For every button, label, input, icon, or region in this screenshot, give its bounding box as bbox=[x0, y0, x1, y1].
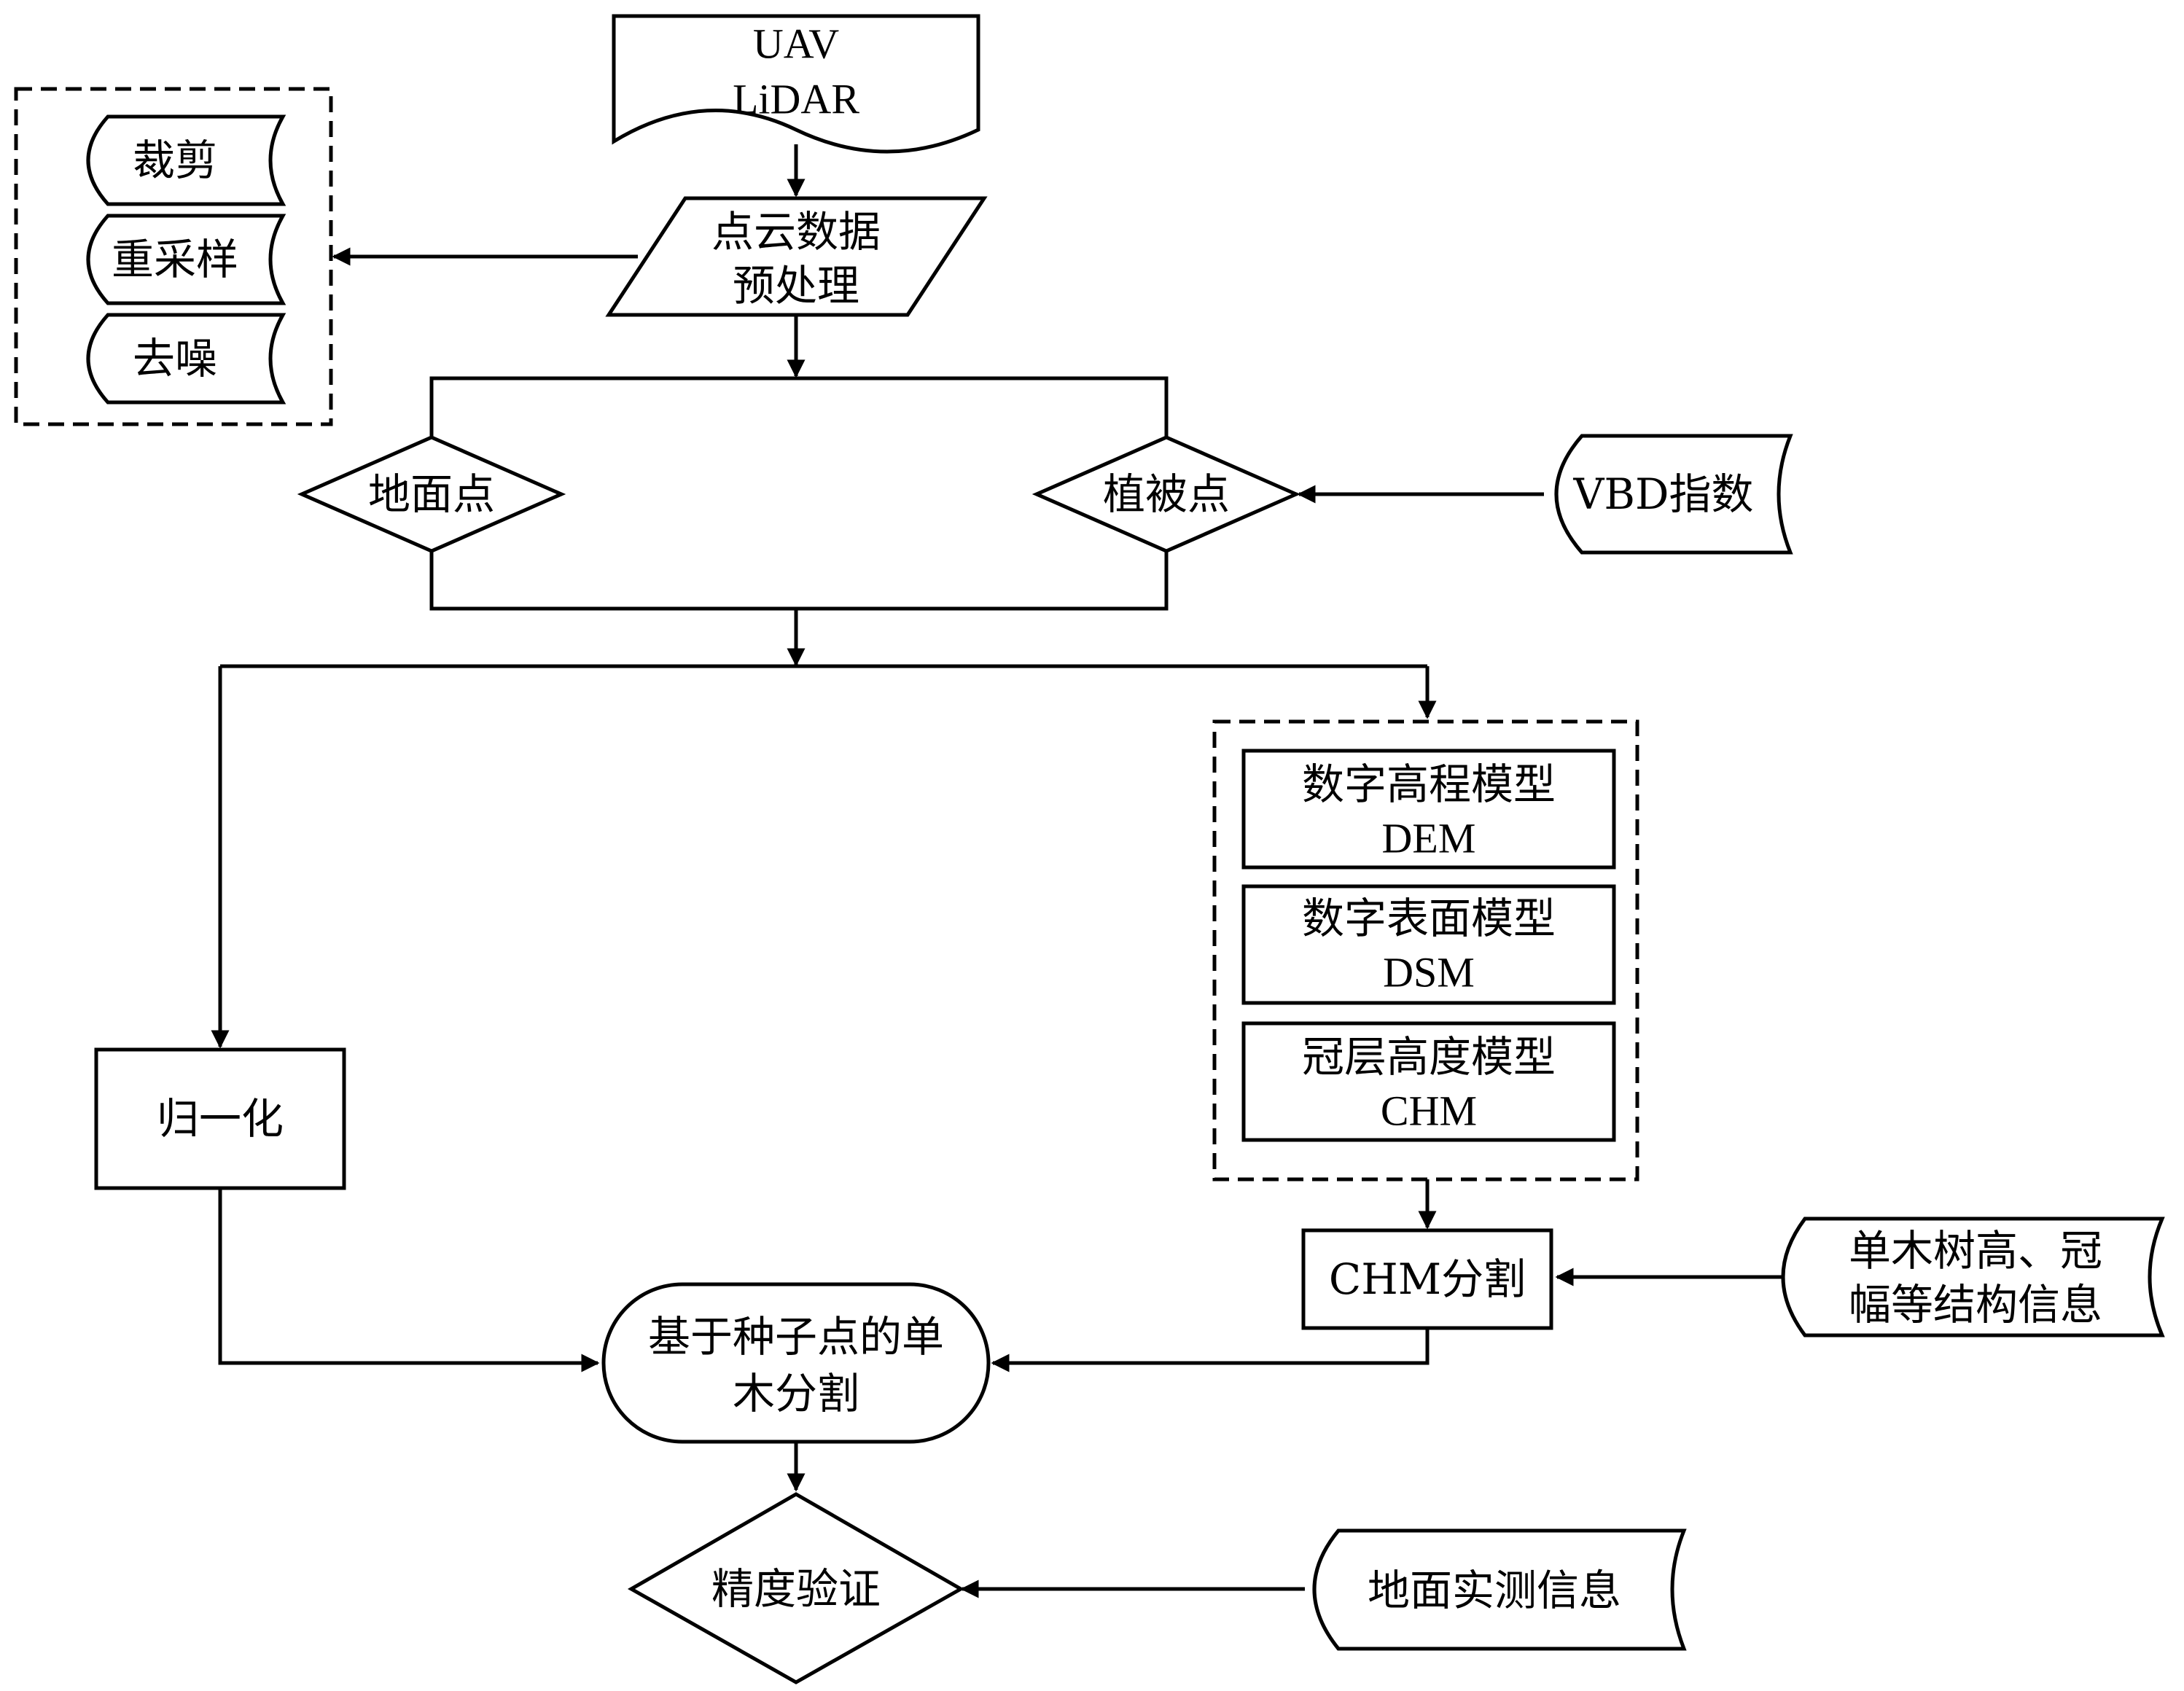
chm-seg-label: CHM分割 bbox=[1329, 1254, 1526, 1304]
dem-label-line1: 数字高程模型 bbox=[1302, 759, 1556, 809]
stored-data-shape bbox=[86, 214, 286, 305]
uav-lidar-node: UAV LiDAR bbox=[612, 14, 980, 154]
vbd-index-node: VBD指数 bbox=[1554, 434, 1793, 555]
process-box bbox=[94, 1047, 346, 1190]
models-group: 数字高程模型 DEM 数字表面模型 DSM 冠层高度模型 CHM bbox=[1212, 719, 1639, 1182]
seed-seg-label-line2: 木分割 bbox=[733, 1369, 859, 1418]
step-denoise-label: 去噪 bbox=[133, 334, 217, 383]
dsm-model: 数字表面模型 DSM bbox=[1241, 884, 1616, 1005]
preprocess-label-line2: 预处理 bbox=[733, 261, 859, 311]
ground-label: 地面点 bbox=[368, 469, 495, 519]
diamond-shape bbox=[1031, 435, 1301, 553]
chm-segmentation-node: CHM分割 bbox=[1301, 1228, 1553, 1330]
dashed-frame bbox=[1212, 719, 1639, 1182]
terminator-shape bbox=[601, 1282, 991, 1444]
ground-points-node: 地面点 bbox=[297, 435, 566, 553]
dsm-label-line1: 数字表面模型 bbox=[1302, 894, 1556, 943]
preprocess-steps-group: 裁剪 重采样 去噪 bbox=[14, 87, 333, 426]
merge-bracket bbox=[429, 551, 1169, 611]
step-resample-label: 重采样 bbox=[112, 235, 238, 284]
stored-data-shape bbox=[86, 114, 286, 206]
seed-segmentation-node: 基于种子点的单 木分割 bbox=[601, 1282, 991, 1444]
step-denoise: 去噪 bbox=[86, 313, 286, 405]
connectors bbox=[211, 144, 1786, 1598]
normalize-label: 归一化 bbox=[157, 1094, 284, 1144]
chm-label-line2: CHM bbox=[1381, 1087, 1477, 1135]
step-clip: 裁剪 bbox=[86, 114, 286, 206]
stored-data-shape bbox=[1312, 1528, 1687, 1651]
vegetation-points-node: 植被点 bbox=[1031, 435, 1301, 553]
accuracy-label: 精度验证 bbox=[711, 1564, 881, 1614]
structure-label-line2: 幅等结构信息 bbox=[1849, 1280, 2102, 1329]
arrow-normalize-to-seedseg bbox=[218, 1188, 600, 1372]
seed-seg-label-line1: 基于种子点的单 bbox=[648, 1312, 944, 1362]
structure-info-node: 单木树高、冠 幅等结构信息 bbox=[1781, 1216, 2165, 1337]
diamond-shape bbox=[627, 1492, 965, 1684]
vegetation-label: 植被点 bbox=[1103, 469, 1230, 519]
uav-label-line2: LiDAR bbox=[733, 76, 859, 123]
dashed-frame bbox=[14, 87, 333, 426]
preprocess-node: 点云数据 预处理 bbox=[605, 196, 988, 317]
stored-data-shape bbox=[1554, 434, 1793, 555]
chm-model: 冠层高度模型 CHM bbox=[1241, 1021, 1616, 1142]
document-shape bbox=[612, 14, 980, 154]
step-resample: 重采样 bbox=[86, 214, 286, 305]
process-box bbox=[1241, 749, 1616, 870]
arrow-chmseg-to-seedseg bbox=[991, 1328, 1430, 1372]
stored-data-shape bbox=[86, 313, 286, 405]
field-label: 地面实测信息 bbox=[1368, 1566, 1621, 1615]
accuracy-validation-node: 精度验证 bbox=[627, 1492, 965, 1684]
field-measurement-node: 地面实测信息 bbox=[1312, 1528, 1687, 1651]
preprocess-label-line1: 点云数据 bbox=[711, 207, 881, 257]
vbd-label: VBD指数 bbox=[1572, 469, 1753, 519]
parallelogram-shape bbox=[605, 196, 988, 317]
dem-model: 数字高程模型 DEM bbox=[1241, 749, 1616, 870]
uav-label-line1: UAV bbox=[753, 20, 839, 68]
process-box bbox=[1241, 884, 1616, 1005]
stored-data-shape bbox=[1781, 1216, 2165, 1337]
dsm-label-line2: DSM bbox=[1383, 949, 1475, 996]
process-box bbox=[1301, 1228, 1553, 1330]
diamond-shape bbox=[297, 435, 566, 553]
step-clip-label: 裁剪 bbox=[133, 136, 217, 185]
split-bracket bbox=[429, 376, 1169, 464]
structure-label-line1: 单木树高、冠 bbox=[1849, 1226, 2102, 1276]
chm-label-line1: 冠层高度模型 bbox=[1302, 1032, 1556, 1082]
dem-label-line2: DEM bbox=[1382, 815, 1476, 862]
process-box bbox=[1241, 1021, 1616, 1142]
normalize-node: 归一化 bbox=[94, 1047, 346, 1190]
